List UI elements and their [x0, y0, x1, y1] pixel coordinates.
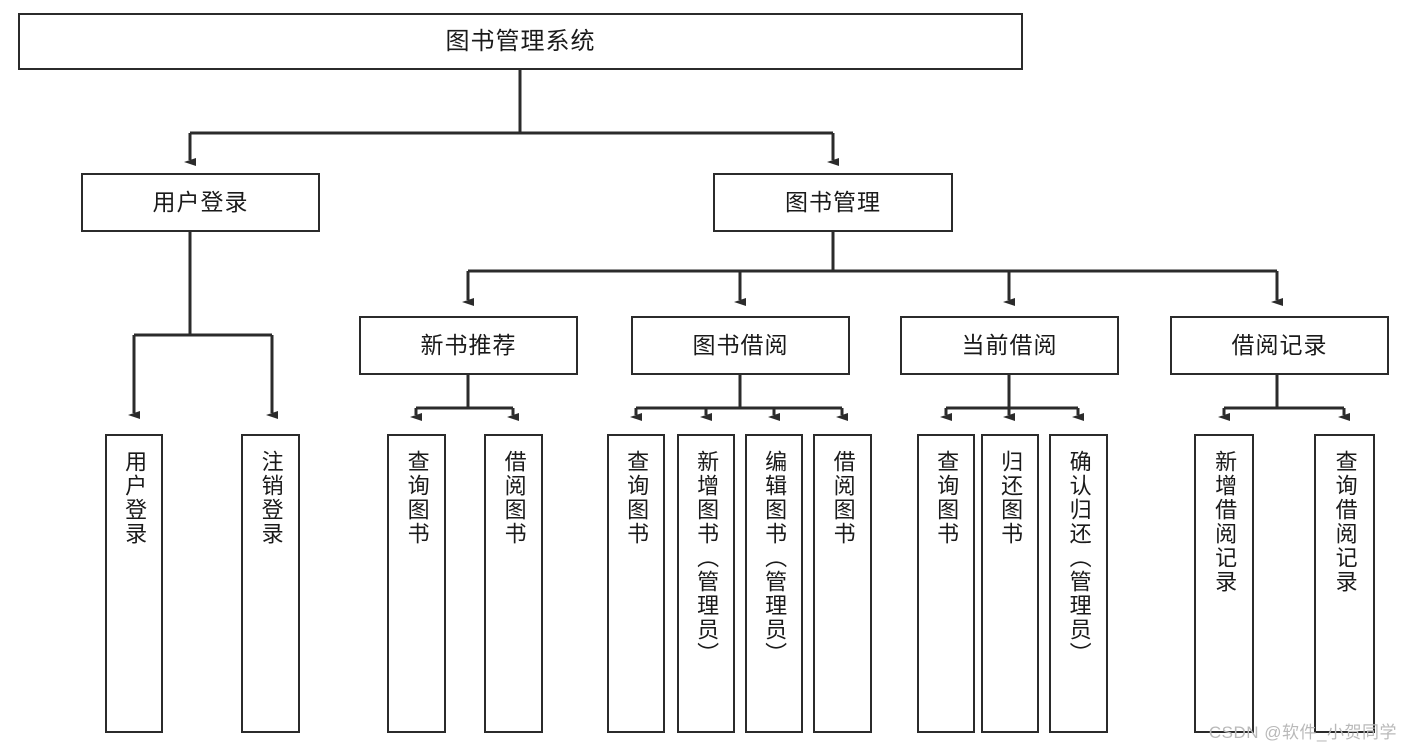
node-book-management[interactable]: 图书管理 [713, 173, 953, 232]
leaf-current-confirm-return-admin[interactable]: 确认归还（管理员） [1049, 434, 1108, 733]
leaf-label: 查询图书 [934, 450, 960, 546]
leaf-label: 编辑图书（管理员） [762, 450, 788, 666]
leaf-label: 查询借阅记录 [1332, 450, 1358, 594]
leaf-label: 用户登录 [122, 450, 148, 546]
node-new-book-recommend[interactable]: 新书推荐 [359, 316, 578, 375]
node-borrow-record[interactable]: 借阅记录 [1170, 316, 1389, 375]
leaf-label: 借阅图书 [501, 450, 527, 546]
leaf-label: 注销登录 [258, 450, 284, 546]
leaf-label: 确认归还（管理员） [1066, 450, 1092, 666]
leaf-borrow-edit-book-admin[interactable]: 编辑图书（管理员） [745, 434, 803, 733]
leaf-label: 新增借阅记录 [1212, 450, 1238, 594]
node-root-system[interactable]: 图书管理系统 [18, 13, 1023, 70]
leaf-label: 查询图书 [404, 450, 430, 546]
leaf-user-login-login[interactable]: 用户登录 [105, 434, 163, 733]
leaf-label: 新增图书（管理员） [694, 450, 720, 666]
leaf-label: 查询图书 [624, 450, 650, 546]
leaf-label: 借阅图书 [830, 450, 856, 546]
leaf-new-book-borrow[interactable]: 借阅图书 [484, 434, 543, 733]
leaf-borrow-query-book[interactable]: 查询图书 [607, 434, 665, 733]
leaf-borrow-borrow-book[interactable]: 借阅图书 [813, 434, 872, 733]
leaf-label: 归还图书 [998, 450, 1024, 546]
leaf-current-query-book[interactable]: 查询图书 [917, 434, 975, 733]
leaf-borrow-add-book-admin[interactable]: 新增图书（管理员） [677, 434, 735, 733]
csdn-watermark: CSDN @软件_小贺同学 [1208, 723, 1397, 742]
leaf-user-login-logout[interactable]: 注销登录 [241, 434, 300, 733]
leaf-new-book-query[interactable]: 查询图书 [387, 434, 446, 733]
node-current-borrow[interactable]: 当前借阅 [900, 316, 1119, 375]
leaf-record-add-record[interactable]: 新增借阅记录 [1194, 434, 1254, 733]
node-book-borrow[interactable]: 图书借阅 [631, 316, 850, 375]
leaf-record-query-record[interactable]: 查询借阅记录 [1314, 434, 1375, 733]
leaf-current-return-book[interactable]: 归还图书 [981, 434, 1039, 733]
node-user-login[interactable]: 用户登录 [81, 173, 320, 232]
